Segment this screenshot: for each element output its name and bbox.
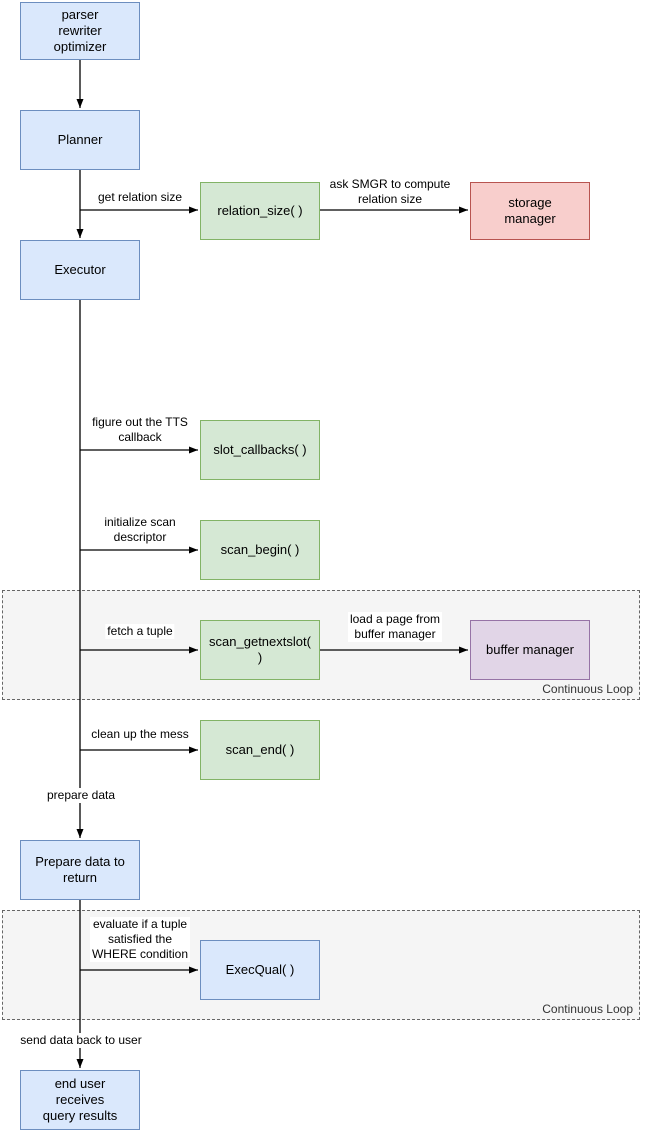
edge-label-get-relation-size: get relation size xyxy=(95,190,185,205)
node-parser-rewriter-optimizer: parser rewriter optimizer xyxy=(20,2,140,60)
node-planner: Planner xyxy=(20,110,140,170)
node-storage-manager: storage manager xyxy=(470,182,590,240)
node-slot-callbacks: slot_callbacks( ) xyxy=(200,420,320,480)
edge-label-clean-up: clean up the mess xyxy=(89,727,191,742)
edge-label-load-page: load a page from buffer manager xyxy=(347,612,443,642)
node-scan-begin: scan_begin( ) xyxy=(200,520,320,580)
edge-label-prepare-data: prepare data xyxy=(44,788,118,803)
edge-label-evaluate-where: evaluate if a tuple satisfied the WHERE … xyxy=(89,917,191,962)
edge-label-send-back: send data back to user xyxy=(18,1033,144,1048)
edge-label-figure-tts: figure out the TTS callback xyxy=(90,415,190,445)
node-prepare-data-to-return: Prepare data to return xyxy=(20,840,140,900)
node-buffer-manager: buffer manager xyxy=(470,620,590,680)
continuous-loop-label: Continuous Loop xyxy=(542,1002,633,1016)
node-scan-getnextslot: scan_getnextslot( ) xyxy=(200,620,320,680)
node-relation-size: relation_size( ) xyxy=(200,182,320,240)
edge-label-ask-smgr: ask SMGR to compute relation size xyxy=(327,177,453,207)
node-executor: Executor xyxy=(20,240,140,300)
edge-label-init-scan: initialize scan descriptor xyxy=(102,515,178,545)
edge-label-fetch-tuple: fetch a tuple xyxy=(105,624,175,639)
node-execqual: ExecQual( ) xyxy=(200,940,320,1000)
continuous-loop-label: Continuous Loop xyxy=(542,682,633,696)
node-scan-end: scan_end( ) xyxy=(200,720,320,780)
node-end-user-results: end user receives query results xyxy=(20,1070,140,1130)
